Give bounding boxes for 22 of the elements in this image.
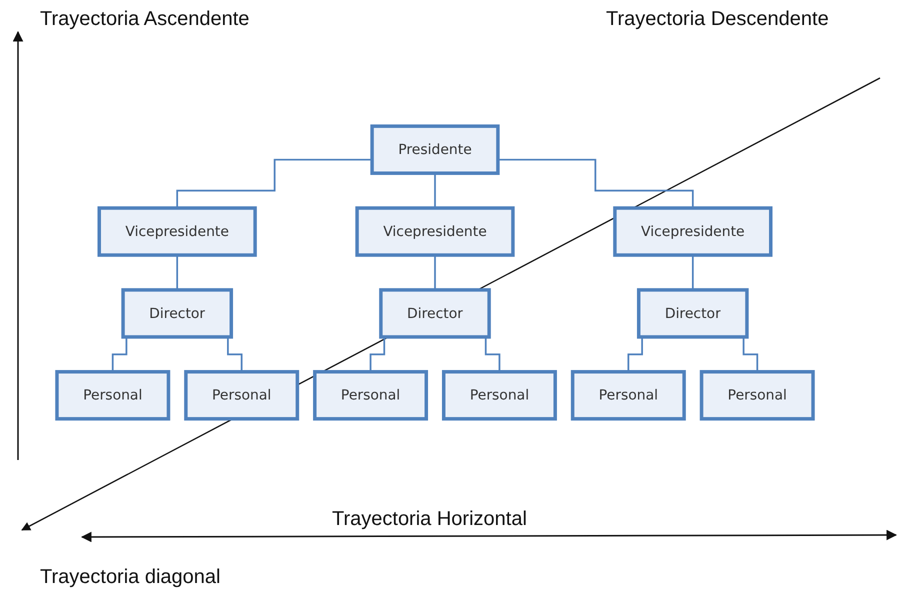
node-box: Director xyxy=(379,288,491,339)
direction-label: Trayectoria Horizontal xyxy=(332,508,527,531)
node-box: Personal xyxy=(55,370,170,421)
node-box: Personal xyxy=(700,370,815,421)
connector xyxy=(498,158,694,209)
node-box: Vicepresidente xyxy=(98,206,257,257)
node-box: Presidente xyxy=(370,124,500,175)
node-box: Personal xyxy=(184,370,300,421)
node-box: Vicepresidente xyxy=(355,206,515,257)
connector xyxy=(692,254,694,291)
node-box: Director xyxy=(636,288,749,339)
node-box: Vicepresidente xyxy=(613,206,772,257)
node-box: Personal xyxy=(570,370,686,421)
node-box: Personal xyxy=(313,370,428,421)
direction-label: Trayectoria diagonal xyxy=(40,566,220,589)
connector xyxy=(176,254,178,291)
connector xyxy=(176,158,372,209)
connector xyxy=(434,254,436,291)
node-box: Director xyxy=(121,288,234,339)
node-box: Personal xyxy=(442,370,557,421)
direction-label: Trayectoria Ascendente xyxy=(40,8,250,31)
direction-label: Trayectoria Descendente xyxy=(606,8,829,31)
